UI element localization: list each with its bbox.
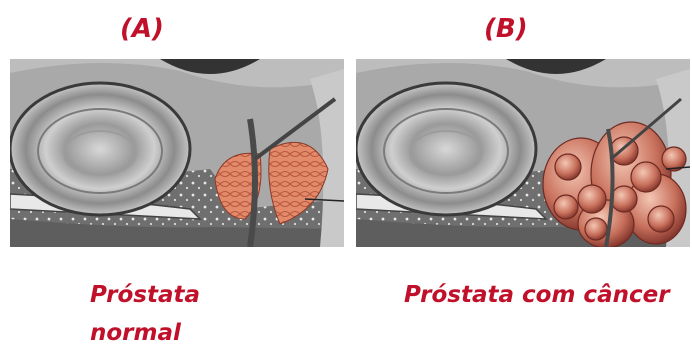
panel-letter-a: (A): [120, 14, 164, 44]
normal-prostate-illustration: [10, 59, 344, 247]
panel-letter-b: (B): [484, 14, 528, 44]
cancer-prostate-illustration: [356, 59, 690, 247]
caption-cancer-prostate: Próstata com câncer: [404, 276, 670, 314]
caption-normal-line1: Próstata: [90, 276, 200, 314]
caption-normal-line2: normal: [90, 314, 200, 352]
caption-normal-prostate: Próstata normal: [90, 276, 200, 352]
